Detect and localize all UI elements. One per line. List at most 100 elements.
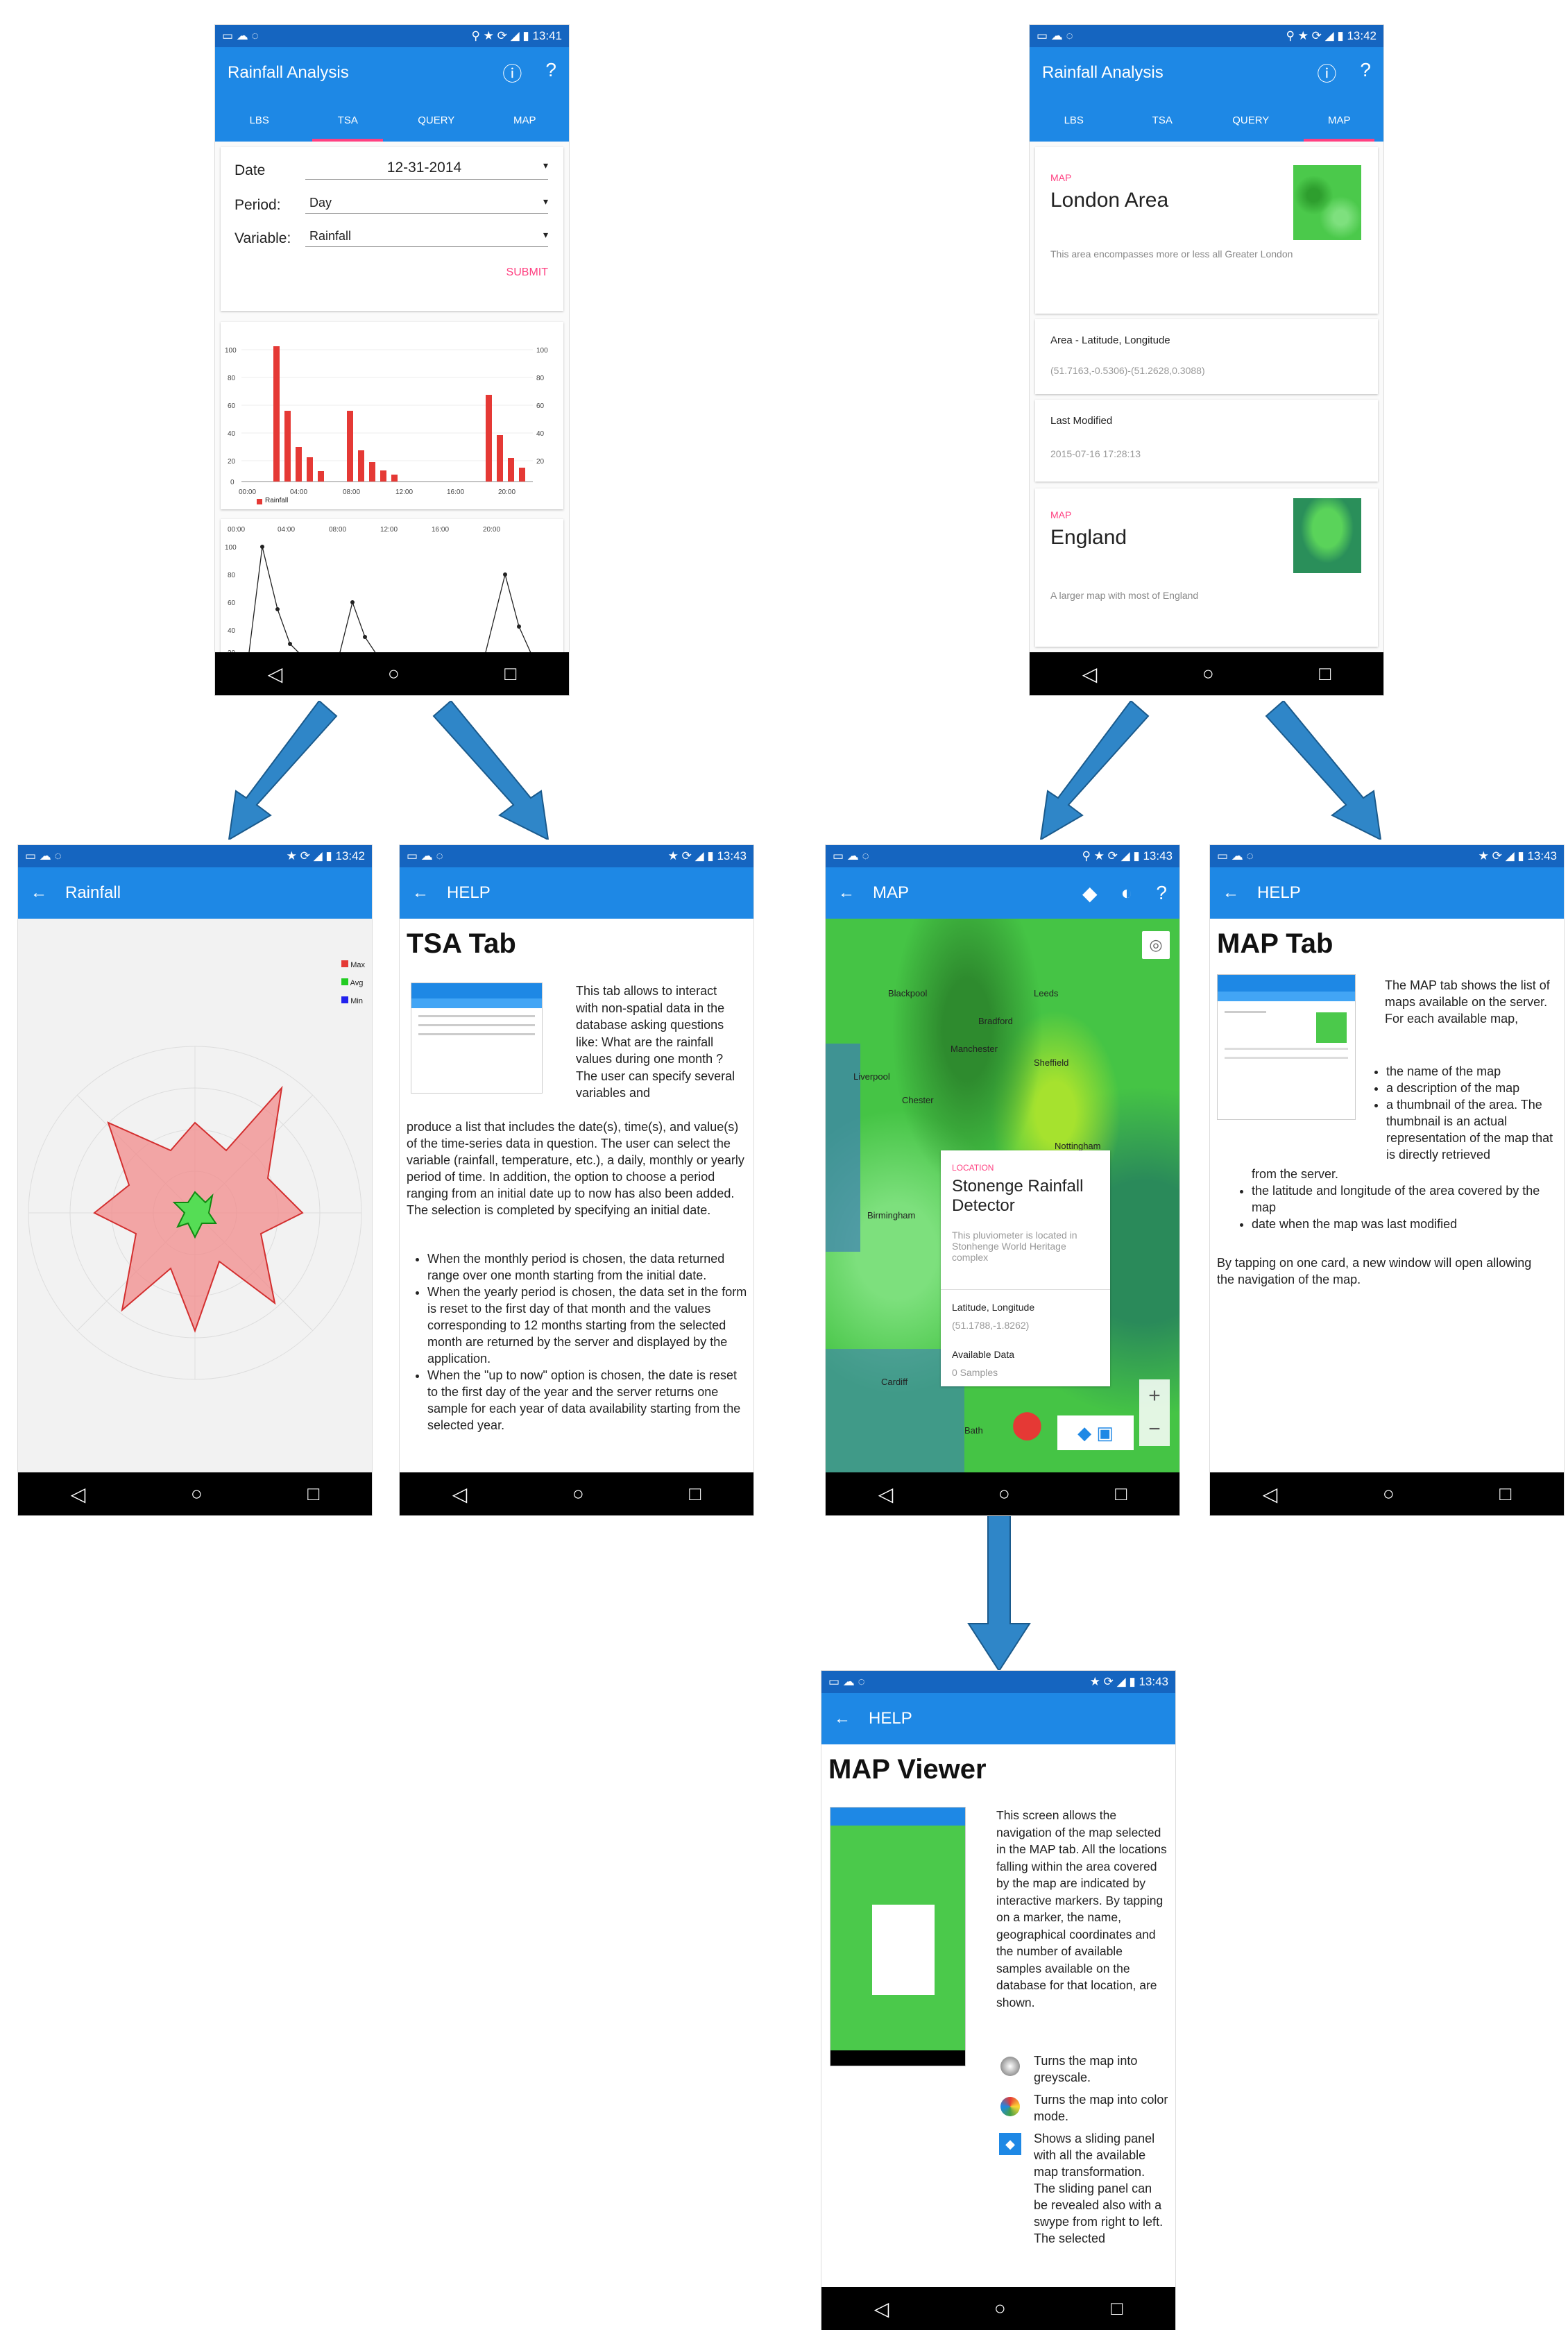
map-card-england[interactable]: MAP England A larger map with most of En… xyxy=(1035,488,1378,647)
svg-text:80: 80 xyxy=(228,572,236,579)
my-location-icon[interactable]: ◎ xyxy=(1142,931,1170,959)
home-icon[interactable]: ○ xyxy=(1202,663,1214,684)
map-tab-thumbnail xyxy=(1217,974,1356,1120)
recents-icon[interactable]: □ xyxy=(1319,663,1331,684)
tab-bar: LBS TSA QUERY MAP xyxy=(1030,99,1383,142)
zoom-controls[interactable]: +− xyxy=(1139,1379,1170,1446)
map-thumbnail xyxy=(1293,498,1361,573)
map-marker-icon[interactable]: ⬤ xyxy=(1012,1409,1043,1440)
variable-select[interactable]: Rainfall▾ xyxy=(305,229,548,247)
svg-text:0: 0 xyxy=(230,479,235,486)
svg-text:60: 60 xyxy=(536,402,545,410)
variable-label: Variable: xyxy=(235,230,291,246)
bullet: a thumbnail of the area. The thumbnail i… xyxy=(1386,1096,1557,1163)
back-icon[interactable]: ◁ xyxy=(878,1483,894,1505)
help-title: MAP Tab xyxy=(1217,928,1333,959)
greyscale-description: Turns the map into greyscale. xyxy=(1034,2054,1138,2084)
app-title: Rainfall Analysis xyxy=(1042,63,1164,82)
home-icon[interactable]: ○ xyxy=(387,663,400,684)
status-bar: ▭ ☁ ◌⚲ ★ ⟳ ◢ ▮ 13:41 xyxy=(215,25,569,47)
help-icon[interactable]: ? xyxy=(545,59,556,80)
city-label: Blackpool xyxy=(888,988,928,998)
recents-icon[interactable]: □ xyxy=(504,663,517,684)
tab-query[interactable]: QUERY xyxy=(1232,114,1270,126)
arrow-icon xyxy=(228,701,338,840)
back-arrow-icon[interactable]: ← xyxy=(31,883,47,902)
greyscale-icon xyxy=(1000,2057,1020,2076)
greyscale-icon[interactable]: ◐ xyxy=(1120,881,1133,903)
back-arrow-icon[interactable]: ← xyxy=(834,1709,851,1728)
help-paragraph-2: By tapping on one card, a new window wil… xyxy=(1217,1256,1532,1286)
bullet: the latitude and longitude of the area c… xyxy=(1252,1182,1557,1216)
svg-text:08:00: 08:00 xyxy=(329,526,346,534)
recents-icon[interactable]: □ xyxy=(1499,1483,1512,1504)
tab-lbs[interactable]: LBS xyxy=(1064,114,1084,126)
city-label: Manchester xyxy=(951,1044,998,1054)
info-icon[interactable]: ⓘ xyxy=(502,63,522,85)
map-card-london[interactable]: MAP London Area This area encompasses mo… xyxy=(1035,147,1378,314)
coord-label: Latitude, Longitude xyxy=(952,1302,1035,1313)
back-arrow-icon[interactable]: ← xyxy=(412,883,429,902)
card-description: This area encompasses more or less all G… xyxy=(1050,248,1293,260)
app-bar: ←HELP xyxy=(400,867,753,919)
svg-text:12:00: 12:00 xyxy=(380,526,398,534)
period-select[interactable]: Day▾ xyxy=(305,196,548,214)
submit-button[interactable]: SUBMIT xyxy=(506,266,548,278)
directions-icon[interactable]: ◆ ▣ xyxy=(1057,1415,1134,1450)
bullet: the name of the map xyxy=(1386,1063,1557,1080)
card-tag: MAP xyxy=(1050,172,1072,183)
area-value: (51.7163,-0.5306)-(51.2628,0.3088) xyxy=(1050,365,1205,376)
tab-tsa[interactable]: TSA xyxy=(1152,114,1173,126)
recents-icon[interactable]: □ xyxy=(307,1483,320,1504)
back-arrow-icon[interactable]: ← xyxy=(1222,883,1239,902)
help-icon[interactable]: ? xyxy=(1156,881,1167,903)
app-bar: ←MAP◆◐? xyxy=(826,867,1179,919)
tab-lbs[interactable]: LBS xyxy=(249,114,269,126)
home-icon[interactable]: ○ xyxy=(190,1483,203,1504)
svg-text:20: 20 xyxy=(536,458,545,466)
tab-map[interactable]: MAP xyxy=(1295,99,1384,142)
svg-text:04:00: 04:00 xyxy=(290,488,307,496)
date-field[interactable]: 12-31-2014▾ xyxy=(305,160,548,180)
svg-text:40: 40 xyxy=(536,430,545,438)
map-thumbnail xyxy=(1293,165,1361,240)
tsa-thumbnail xyxy=(411,983,543,1094)
home-icon[interactable]: ○ xyxy=(998,1483,1010,1504)
app-bar: ←HELP xyxy=(821,1693,1175,1744)
help-paragraph-1: This tab allows to interact with non-spa… xyxy=(576,984,735,1100)
back-icon[interactable]: ◁ xyxy=(267,663,283,685)
recents-icon[interactable]: □ xyxy=(1115,1483,1127,1504)
map-help-screen: ▭ ☁ ◌★ ⟳ ◢ ▮ 13:43 ←HELP MAP Tab The MAP… xyxy=(1210,845,1564,1515)
home-icon[interactable]: ○ xyxy=(994,2297,1006,2319)
city-label: Leeds xyxy=(1034,988,1059,998)
help-paragraph-2: produce a list that includes the date(s)… xyxy=(407,1120,744,1217)
back-icon[interactable]: ◁ xyxy=(1262,1483,1278,1505)
radar-legend: Max Avg Min xyxy=(341,956,365,1010)
recents-icon[interactable]: □ xyxy=(1111,2297,1123,2319)
info-icon[interactable]: ⓘ xyxy=(1317,63,1337,85)
home-icon[interactable]: ○ xyxy=(572,1483,584,1504)
map-viewer-thumbnail xyxy=(830,1807,966,2066)
back-icon[interactable]: ◁ xyxy=(452,1483,468,1505)
help-icon[interactable]: ? xyxy=(1360,59,1371,80)
bullet: date when the map was last modified xyxy=(1252,1216,1557,1232)
modified-label: Last Modified xyxy=(1050,415,1113,427)
tab-query[interactable]: QUERY xyxy=(418,114,455,126)
home-icon[interactable]: ○ xyxy=(1382,1483,1395,1504)
back-icon[interactable]: ◁ xyxy=(874,2297,889,2320)
recents-icon[interactable]: □ xyxy=(689,1483,701,1504)
card-title: England xyxy=(1050,526,1127,549)
layers-icon[interactable]: ◆ xyxy=(1082,882,1098,904)
back-arrow-icon[interactable]: ← xyxy=(838,883,855,902)
nav-bar: ◁ ○ □ xyxy=(826,1472,1179,1515)
tab-map[interactable]: MAP xyxy=(513,114,536,126)
tab-tsa[interactable]: TSA xyxy=(304,99,393,142)
back-icon[interactable]: ◁ xyxy=(70,1483,86,1505)
city-label: Chester xyxy=(902,1095,934,1105)
back-icon[interactable]: ◁ xyxy=(1082,663,1098,685)
info-tag: LOCATION xyxy=(952,1163,994,1173)
svg-text:16:00: 16:00 xyxy=(447,488,464,496)
